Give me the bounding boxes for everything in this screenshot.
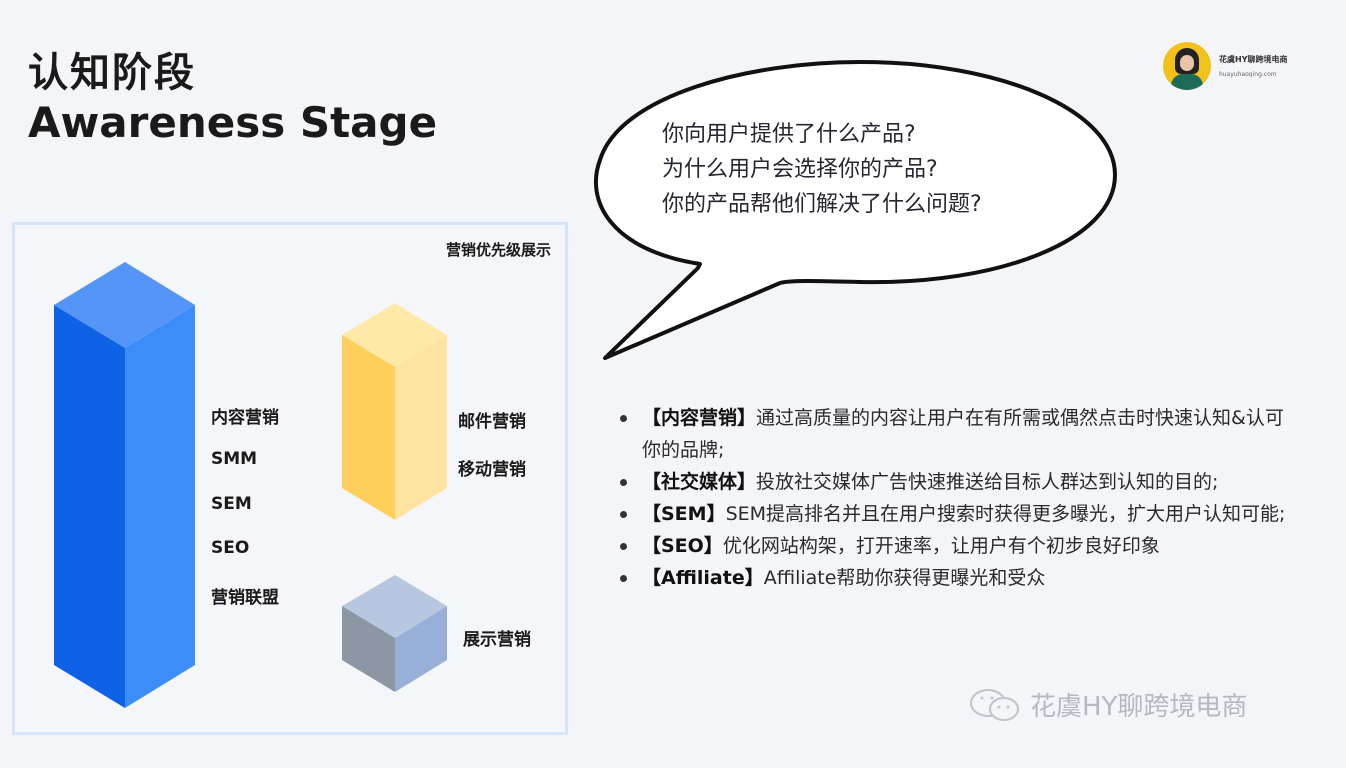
label-affiliate-marketing: 营销联盟	[211, 588, 279, 608]
label-smm: SMM	[211, 449, 258, 469]
bubble-line: 你的产品帮他们解决了什么问题?	[662, 192, 982, 217]
wechat-icon	[970, 688, 1019, 721]
list-item: 【内容营销】通过高质量的内容让用户在有所需或偶然点击时快速认知&认可你的品牌;	[620, 402, 1290, 466]
list-item-tag: 【SEM】	[642, 503, 726, 525]
speech-bubble	[594, 60, 1117, 360]
channel-list: 【内容营销】通过高质量的内容让用户在有所需或偶然点击时快速认知&认可你的品牌; …	[620, 402, 1290, 594]
label-mobile-marketing: 移动营销	[458, 460, 526, 480]
watermark-text: 花虞HY聊跨境电商	[1030, 692, 1248, 722]
page-title-cn: 认知阶段	[28, 50, 196, 96]
list-item-text: 投放社交媒体广告快速推送给目标人群达到认知的目的;	[756, 471, 1219, 493]
label-seo: SEO	[211, 538, 250, 558]
bubble-line: 你向用户提供了什么产品?	[662, 122, 916, 147]
list-item-text: 通过高质量的内容让用户在有所需或偶然点击时快速认知&认可你的品牌;	[642, 407, 1284, 461]
label-sem: SEM	[211, 494, 252, 514]
list-item-tag: 【Affiliate】	[642, 567, 764, 589]
high-priority-bar	[54, 262, 195, 708]
list-item-text: SEM提高排名并且在用户搜索时获得更多曝光，扩大用户认知可能;	[725, 503, 1286, 525]
list-item-tag: 【社交媒体】	[642, 471, 757, 493]
medium-priority-bar	[342, 303, 447, 520]
list-item-tag: 【SEO】	[642, 535, 723, 557]
label-content-marketing: 内容营销	[211, 408, 279, 428]
brand-url: huayuhaoqing.com	[1219, 71, 1277, 78]
brand-name: 花虞HY聊跨境电商	[1219, 55, 1288, 64]
label-email-marketing: 邮件营销	[458, 412, 526, 432]
list-item: 【SEM】SEM提高排名并且在用户搜索时获得更多曝光，扩大用户认知可能;	[620, 498, 1290, 530]
list-item-text: Affiliate帮助你获得更曝光和受众	[763, 567, 1046, 589]
low-priority-cube	[342, 575, 447, 692]
page-title-en: Awareness Stage	[28, 98, 438, 147]
list-item: 【Affiliate】Affiliate帮助你获得更曝光和受众	[620, 562, 1290, 594]
list-item-tag: 【内容营销】	[642, 407, 757, 429]
avatar	[1163, 42, 1211, 90]
list-item-text: 优化网站构架，打开速率，让用户有个初步良好印象	[722, 535, 1160, 557]
watermark: 花虞HY聊跨境电商	[968, 686, 1247, 723]
bubble-line: 为什么用户会选择你的产品?	[662, 157, 938, 182]
brand-logo: 花虞HY聊跨境电商 huayuhaoqing.com	[1163, 42, 1288, 90]
list-item: 【SEO】优化网站构架，打开速率，让用户有个初步良好印象	[620, 530, 1290, 562]
list-item: 【社交媒体】投放社交媒体广告快速推送给目标人群达到认知的目的;	[620, 466, 1290, 498]
label-display-marketing: 展示营销	[463, 630, 531, 650]
bubble-text: 你向用户提供了什么产品? 为什么用户会选择你的产品? 你的产品帮他们解决了什么问…	[662, 117, 982, 222]
panel-title: 营销优先级展示	[445, 241, 551, 259]
